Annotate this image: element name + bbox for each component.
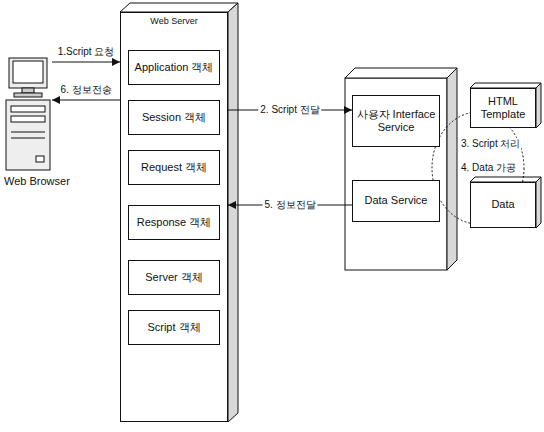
- node-label: HTML Template: [474, 95, 532, 121]
- web-server-box: Web ServerApplication 객체 Session 객체 Reques…: [120, 12, 228, 422]
- service-container: [345, 78, 447, 270]
- node-label: Script 객체: [147, 321, 200, 334]
- data-box: Data: [470, 182, 536, 228]
- node-label: Application 객체: [135, 61, 214, 74]
- node-label: Server 객체: [145, 271, 202, 284]
- object-box: Request 객체: [128, 150, 220, 185]
- connector: [52, 100, 120, 101]
- computer-icon: [6, 58, 50, 170]
- node-label: Response 객체: [137, 216, 212, 229]
- container-side-face: [447, 68, 457, 270]
- step-label: 4. Data 가공: [460, 162, 517, 174]
- node-label: Session 객체: [142, 111, 206, 124]
- node-label: Web Browser: [4, 175, 70, 188]
- object-box: Response 객체: [128, 205, 220, 240]
- template-side-face: [536, 83, 541, 128]
- object-box: Application 객체: [128, 50, 220, 85]
- data-side-face: [536, 177, 541, 228]
- node-label: Data Service: [365, 194, 428, 207]
- server-side-face: [228, 3, 238, 422]
- object-box: Server 객체: [128, 260, 220, 295]
- edge-label: 6. 정보전송: [58, 84, 113, 96]
- node-label: Request 객체: [141, 161, 207, 174]
- web-browser: Web Browser: [4, 56, 52, 172]
- edge-label: 5. 정보전달: [262, 199, 317, 211]
- container-top-face: [345, 68, 457, 78]
- node-label: 사용자 Interface Service: [356, 108, 436, 134]
- edge-label: 1.Script 요청: [56, 46, 117, 58]
- object-box: Session 객체: [128, 100, 220, 135]
- template-box: HTML Template: [470, 88, 536, 128]
- connector: [52, 62, 120, 63]
- object-box: Script 객체: [128, 310, 220, 345]
- step-label: 3. Script 처리: [460, 138, 521, 150]
- node-label: Web Server: [121, 13, 227, 27]
- service-box: 사용자 Interface Service: [352, 95, 440, 147]
- edge-label: 2. Script 전달: [258, 104, 321, 116]
- server-top-face: [120, 3, 238, 12]
- service-box: Data Service: [352, 180, 440, 222]
- node-label: Data: [491, 198, 514, 211]
